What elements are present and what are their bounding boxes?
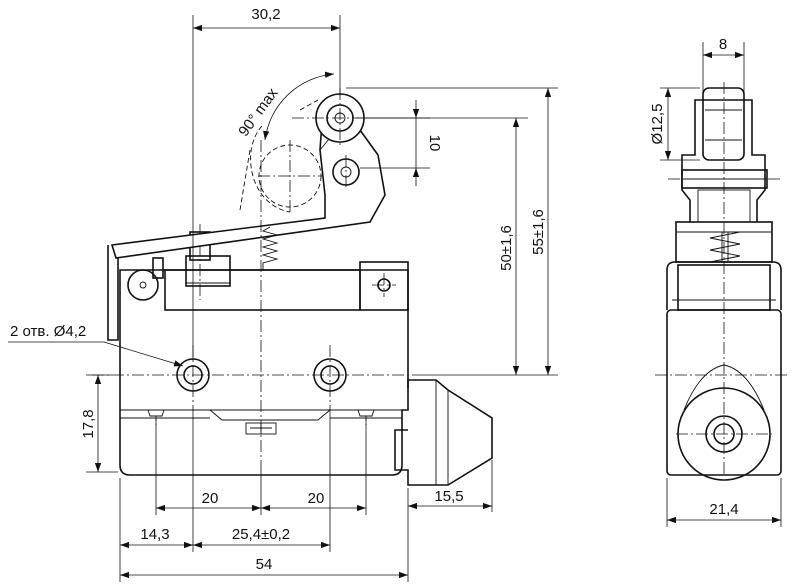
- mounting-ear: [359, 261, 409, 311]
- dim-top-width: 30,2: [251, 6, 280, 23]
- dim-holes: 2 отв. Ø4,2: [10, 323, 86, 340]
- switch-body: [119, 269, 409, 476]
- return-spring: [261, 226, 279, 270]
- side-lever: [681, 99, 766, 222]
- dim-spacing-20-left: 20: [202, 490, 219, 507]
- lever-pivot: [127, 269, 159, 301]
- dim-total-width: 54: [256, 556, 273, 573]
- dim-offset-14-3: 14,3: [140, 526, 169, 543]
- plunger-housing: [394, 379, 493, 486]
- dim-spacing-20-right: 20: [308, 490, 325, 507]
- dim-height-17-8: 17,8: [80, 409, 97, 438]
- dim-height-50: 50±1,6: [498, 225, 515, 271]
- dim-hole-spacing: 25,4±0,2: [232, 526, 290, 543]
- dim-angle: 90° max: [235, 85, 281, 140]
- dim-offset-10: 10: [426, 135, 443, 152]
- dim-height-55: 55±1,6: [530, 209, 547, 255]
- dim-roller-diameter: Ø12,5: [649, 104, 666, 145]
- side-roller: [702, 87, 745, 161]
- dim-plunger-15-5: 15,5: [434, 488, 463, 505]
- dimensions: 30,2 90° max 10 50±1,6 55±1,6 2 отв. Ø4,…: [8, 6, 782, 582]
- side-view: [655, 82, 790, 481]
- dim-roller-width: 8: [719, 36, 727, 53]
- top-cover: [164, 269, 361, 311]
- dim-side-width: 21,4: [709, 501, 738, 518]
